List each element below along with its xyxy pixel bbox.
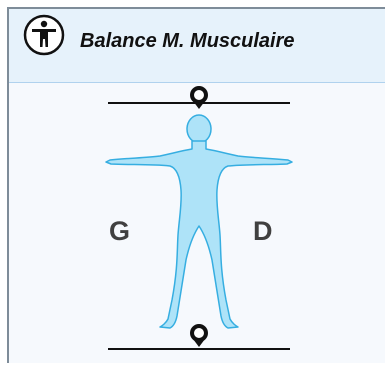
right-side-label: D <box>253 216 273 247</box>
top-handle[interactable] <box>192 88 206 102</box>
bottom-handle[interactable] <box>192 326 206 340</box>
left-side-label: G <box>109 216 130 247</box>
